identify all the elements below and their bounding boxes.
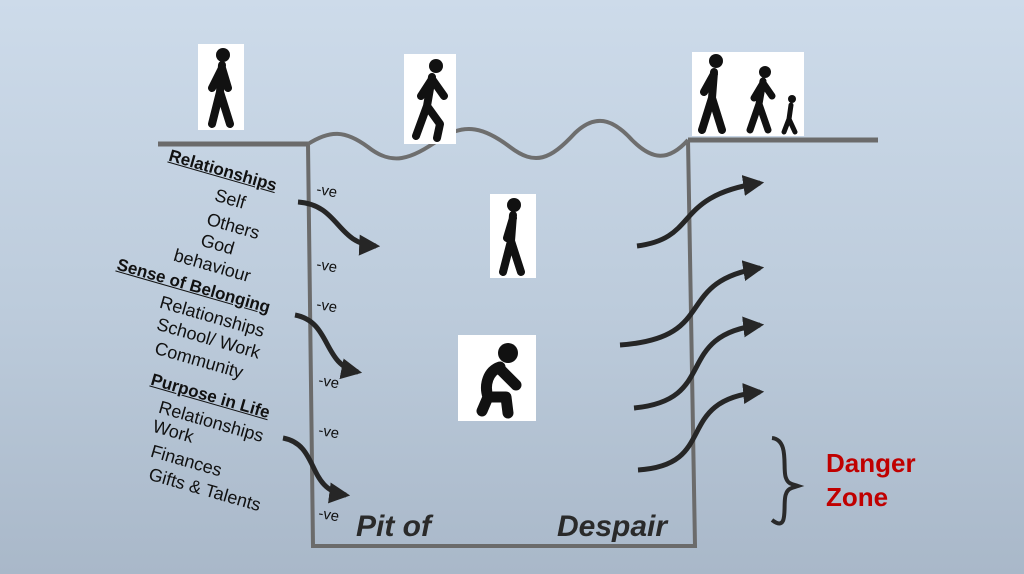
down-arrow-purpose: [282, 435, 351, 504]
negative-mark: -ve: [315, 256, 339, 277]
negative-mark: -ve: [317, 372, 341, 393]
escape-arrow-2: [619, 260, 765, 348]
down-arrow-relationships: [297, 199, 381, 256]
crouching-person-icon: [458, 335, 536, 421]
wavy-surface-line: [306, 118, 690, 161]
negative-mark: -ve: [317, 505, 341, 526]
escape-arrow-4: [637, 383, 765, 473]
walking-person-icon: [198, 44, 244, 130]
falling-person-icon: [404, 54, 456, 144]
danger-zone-line2: Zone: [826, 482, 889, 512]
pit-outline: [306, 139, 698, 548]
pit-label-right: Despair: [557, 510, 668, 543]
down-arrow-belonging: [294, 312, 363, 380]
pit-label-left: Pit of: [356, 510, 431, 543]
standing-person-icon: [490, 194, 536, 278]
negative-mark: -ve: [317, 422, 341, 443]
danger-zone-brace: [770, 436, 805, 526]
negative-mark: -ve: [315, 181, 339, 202]
danger-zone-label: Danger Zone: [826, 446, 916, 514]
escape-arrow-3: [633, 316, 765, 411]
escape-arrow-1: [636, 175, 765, 249]
walking-group-icon: [692, 52, 804, 136]
danger-zone-line1: Danger: [826, 448, 916, 478]
negative-mark: -ve: [315, 296, 339, 317]
